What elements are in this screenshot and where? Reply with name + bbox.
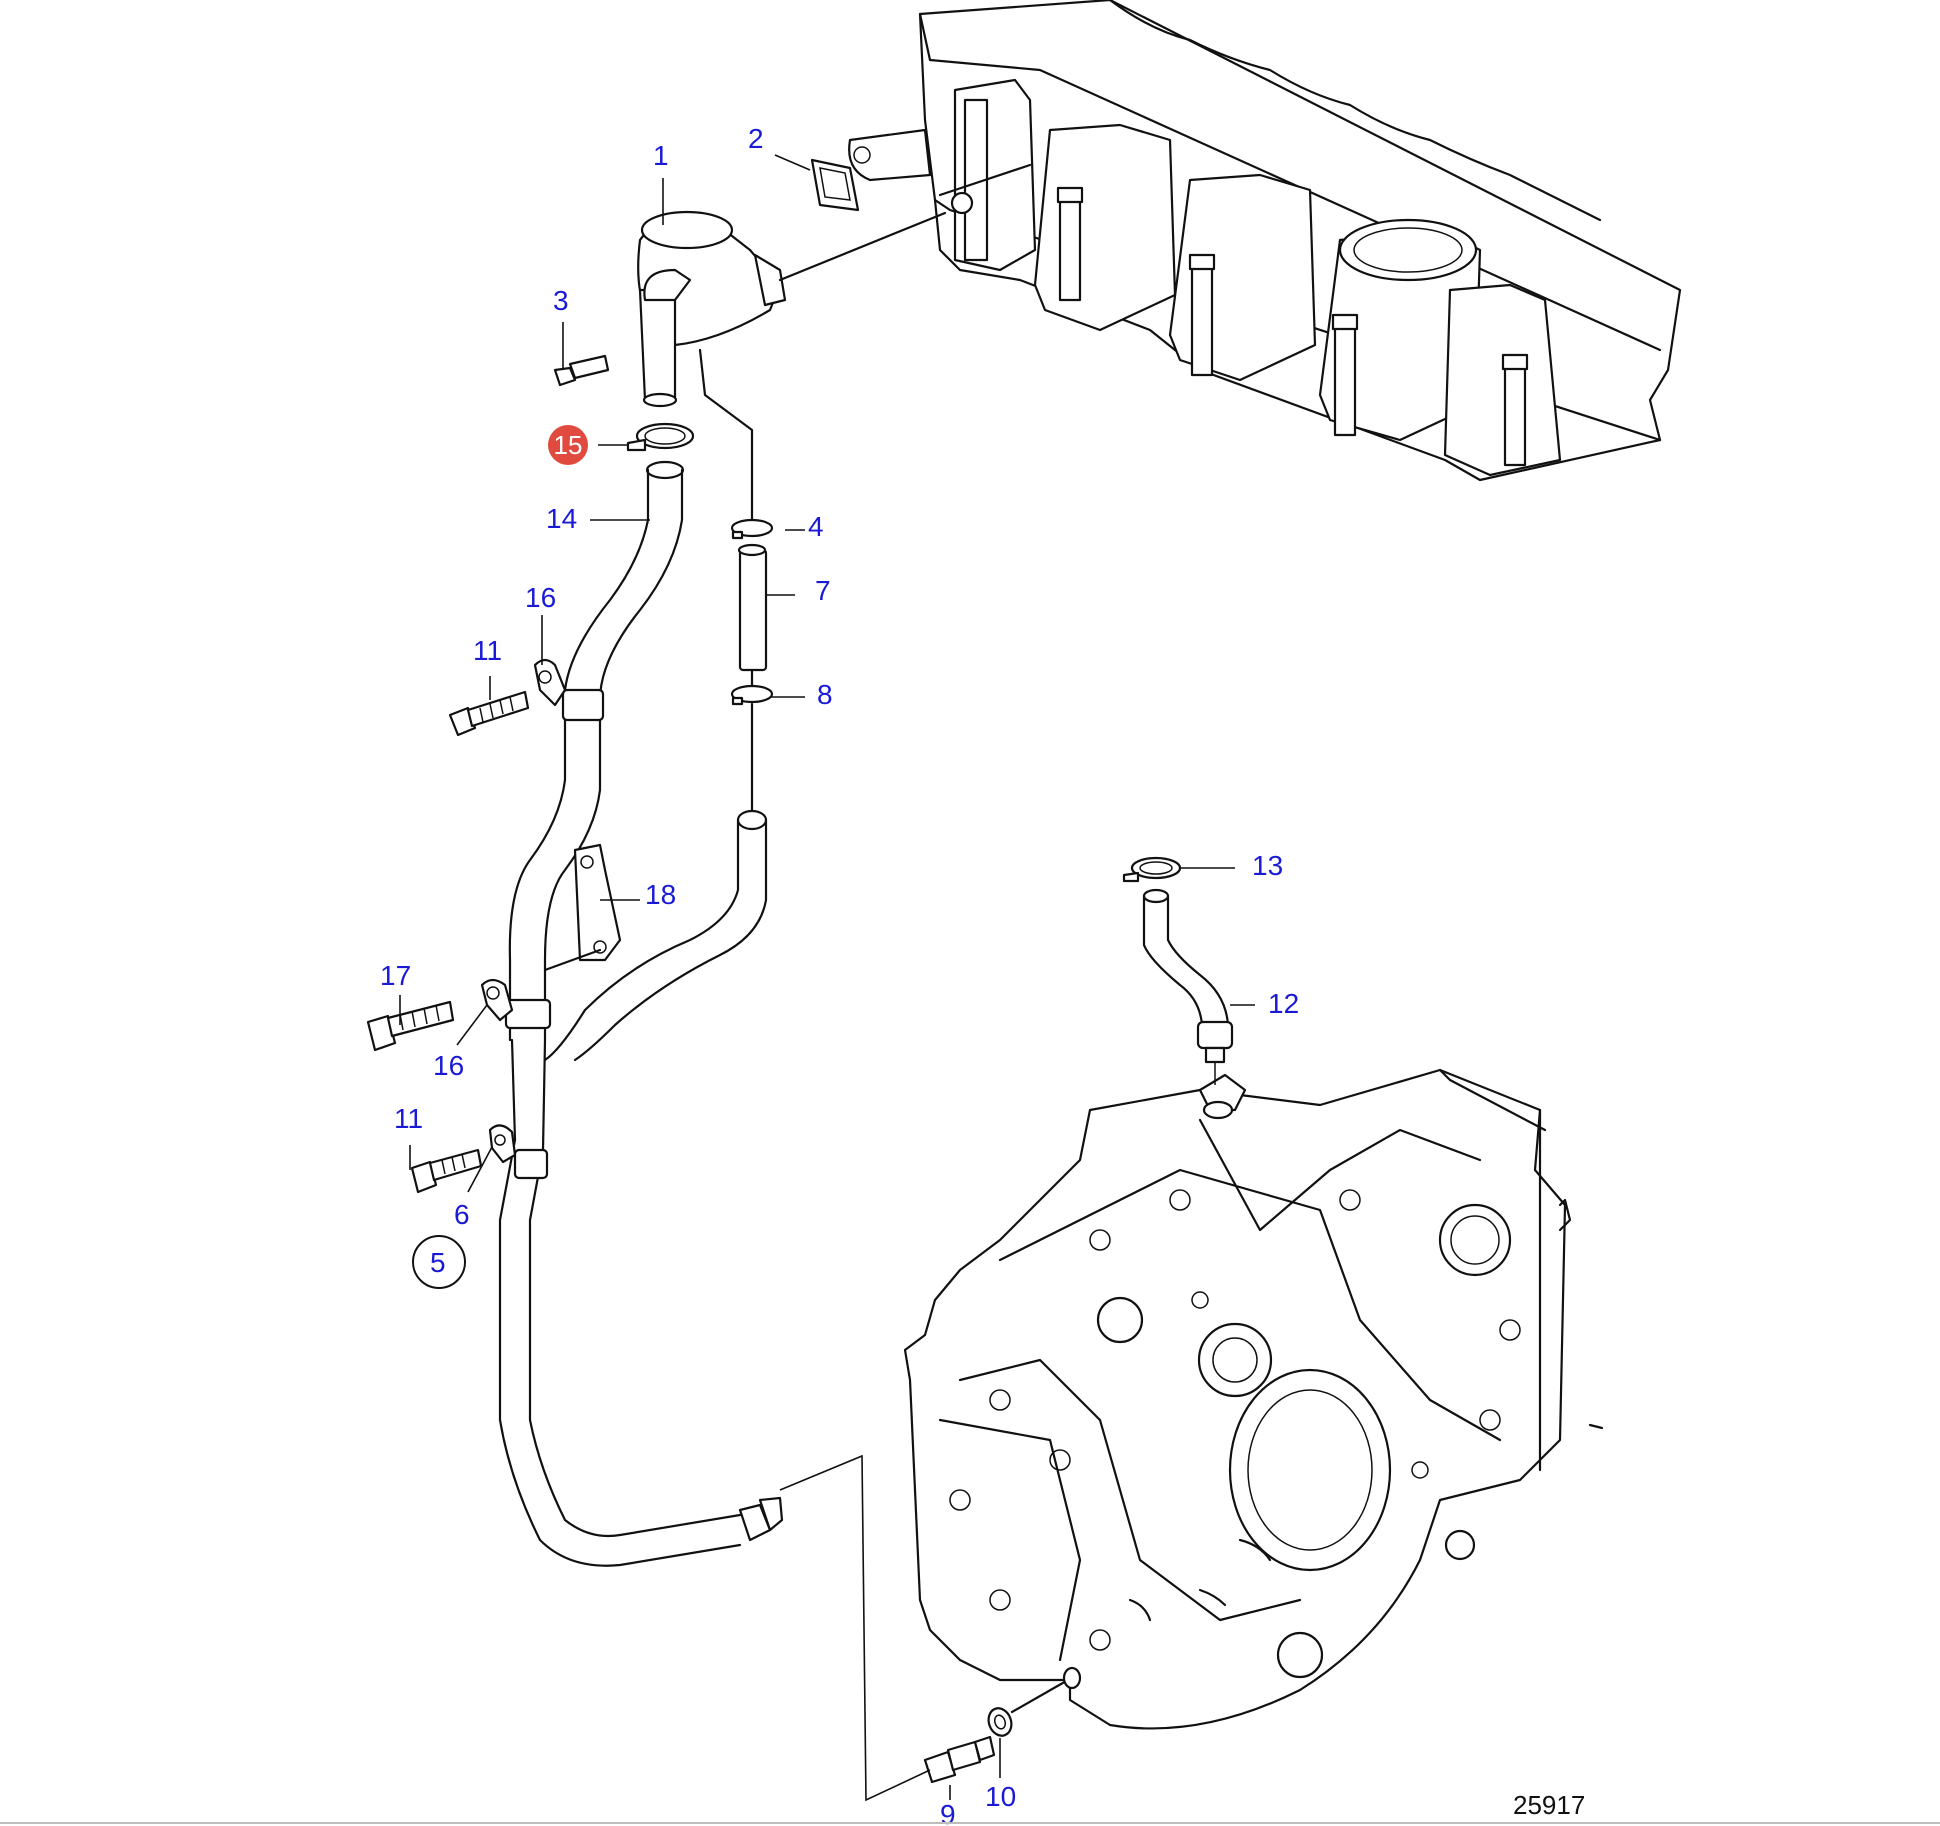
hose-clamp-13 — [1122, 856, 1182, 883]
callout-labels: 1 2 3 4 5 6 7 8 9 10 11 11 12 13 14 16 1… — [380, 123, 1299, 1826]
figure-number: 25917 — [1513, 1790, 1585, 1820]
washer-10 — [987, 1666, 1082, 1737]
bolt-3 — [553, 354, 610, 387]
callout-leaders — [399, 154, 1255, 1800]
callout-16-upper: 16 — [525, 582, 556, 613]
bottom-rule — [0, 1822, 1940, 1824]
callout-17: 17 — [380, 960, 411, 991]
gasket-part — [810, 158, 860, 212]
callout-14: 14 — [546, 503, 577, 534]
oil-separator — [637, 210, 947, 522]
clip-16-lower — [480, 978, 514, 1022]
hose-clamp-15 — [626, 422, 695, 452]
callout-16-lower: 16 — [433, 1050, 464, 1081]
callout-10: 10 — [985, 1781, 1016, 1812]
callout-12: 12 — [1268, 988, 1299, 1019]
callout-18: 18 — [645, 879, 676, 910]
drain-tube-5 — [498, 1038, 784, 1567]
breather-line — [543, 518, 774, 1062]
callout-8: 8 — [817, 679, 833, 710]
bolt-11-upper — [448, 690, 530, 737]
callout-6: 6 — [454, 1199, 470, 1230]
reference-line — [779, 1454, 931, 1802]
drain-plug-9 — [923, 1735, 996, 1784]
callout-11-lower: 11 — [394, 1103, 423, 1134]
clip-16-upper — [533, 658, 567, 707]
callout-2: 2 — [748, 123, 764, 154]
bracket-18 — [543, 843, 622, 972]
callout-3: 3 — [553, 285, 569, 316]
callout-7: 7 — [815, 575, 831, 606]
callout-1: 1 — [653, 140, 669, 171]
callout-4: 4 — [808, 511, 824, 542]
callout-11-upper: 11 — [473, 635, 502, 666]
hose-12 — [1142, 888, 1234, 1085]
valve-cover — [848, 0, 1682, 482]
clip-6 — [488, 1124, 517, 1164]
callout-5: 5 — [430, 1247, 446, 1278]
callout-5-circle — [412, 1235, 466, 1289]
bolt-11-lower — [410, 1148, 483, 1194]
bolt-17 — [366, 1000, 455, 1052]
highlight-callout-15: 15 — [548, 425, 588, 465]
callout-13: 13 — [1252, 850, 1283, 881]
callout-9: 9 — [940, 1799, 956, 1826]
callout-15: 15 — [554, 430, 583, 460]
flywheel-housing — [903, 1068, 1604, 1730]
